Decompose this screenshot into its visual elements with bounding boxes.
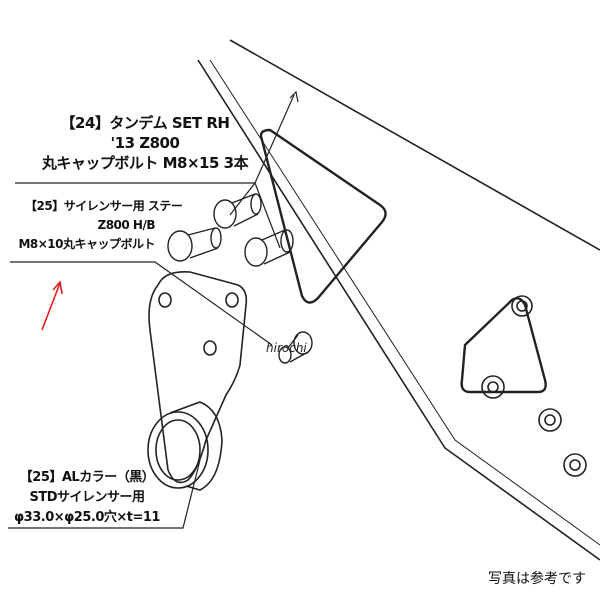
tandem-plate	[197, 39, 600, 561]
part25-collar-usage: STDサイレンサー用	[29, 490, 145, 505]
part24-label: 【24】タンデム SET RH '13 Z800 丸キャップボルト M8×15 …	[40, 113, 250, 173]
part25-stay-bolt: M8×10丸キャップボルト	[18, 237, 155, 251]
part24-model: '13 Z800	[110, 134, 180, 152]
al-collar	[147, 401, 223, 491]
reference-note: 写真は参考です	[488, 571, 586, 587]
part25-stay-label: 【25】サイレンサー用 ステー Z800 H/B M8×10丸キャップボルト	[5, 197, 183, 254]
red-arrow-icon	[41, 280, 63, 331]
part25-collar-size: φ33.0×φ25.0穴×t=11	[14, 510, 160, 525]
part24-bolts: 丸キャップボルト M8×15 3本	[41, 154, 249, 172]
part25-stay-model: Z800 H/B	[97, 218, 156, 232]
watermark: hirochi	[266, 341, 307, 355]
silencer-stay	[148, 270, 248, 484]
cap-bolts	[167, 193, 313, 364]
part25-collar-label: 【25】ALカラー（黒） STDサイレンサー用 φ33.0×φ25.0穴×t=1…	[2, 468, 172, 528]
leader-lines	[8, 90, 299, 529]
part25-stay-title: 【25】サイレンサー用 ステー	[25, 199, 183, 213]
part25-collar-title: 【25】ALカラー（黒）	[19, 470, 155, 485]
part24-title: 【24】タンデム SET RH	[60, 114, 230, 132]
